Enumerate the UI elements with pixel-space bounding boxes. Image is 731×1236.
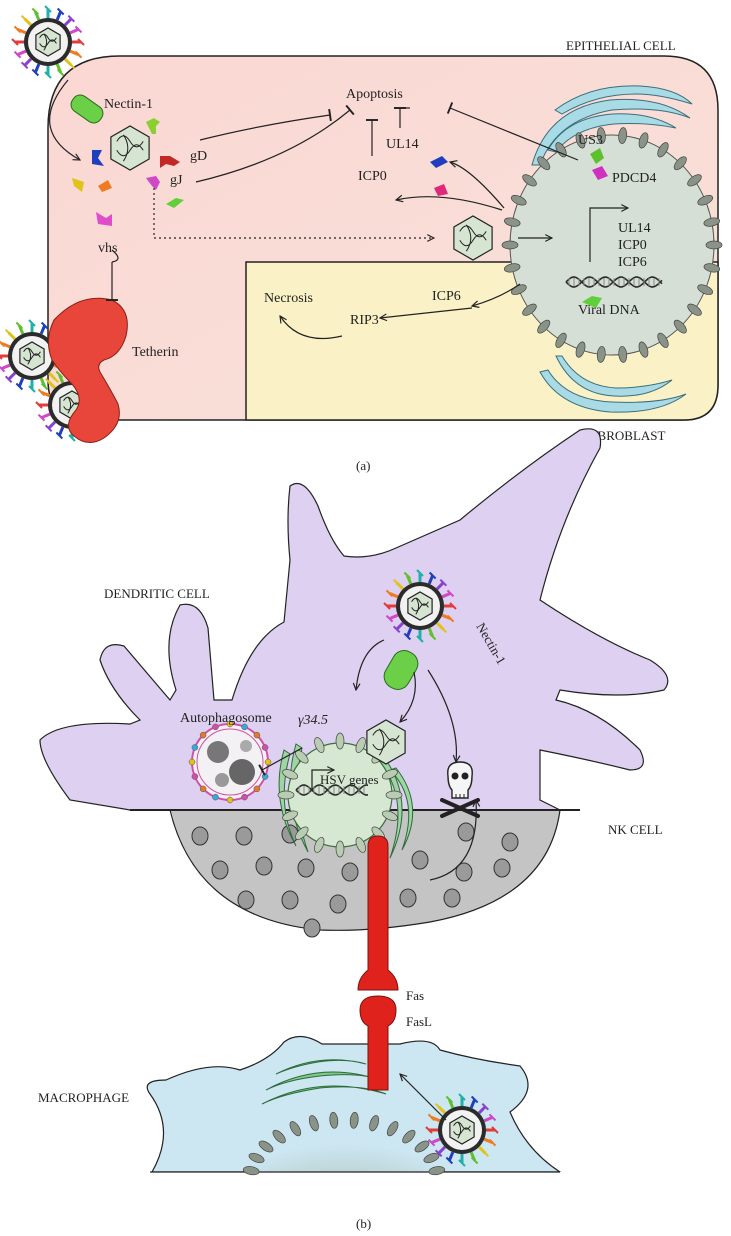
dendritic-cell-label: DENDRITIC CELL: [104, 586, 210, 601]
fas-label: Fas: [406, 988, 424, 1003]
nucleus: [509, 134, 715, 356]
gene-icp0-label: ICP0: [618, 238, 647, 253]
capsid-icon: [366, 719, 406, 765]
hsv-virion-icon: [11, 5, 85, 79]
fas-receptor-icon: [357, 835, 399, 991]
viral-protein-icons: [72, 118, 608, 308]
epithelial-cell-label: EPITHELIAL CELL: [566, 38, 676, 53]
tetherin-label: Tetherin: [132, 345, 178, 360]
nuclear-pores: [501, 127, 723, 363]
nuclear-pores: [242, 1112, 446, 1176]
gamma-34-5-label: γ34.5: [298, 713, 328, 728]
hsv-virion-icon: [425, 1093, 499, 1167]
pathway-arrows: [49, 79, 579, 340]
fasl-label: FasL: [406, 1014, 432, 1029]
icp6-label: ICP6: [432, 289, 461, 304]
fibroblast-label: FIBROBLAST: [586, 428, 666, 443]
pathway-arrows: [258, 639, 476, 1121]
hsv-genes-label: HSV genes: [320, 772, 379, 787]
macrophage-label: MACROPHAGE: [38, 1090, 129, 1105]
viral-dna-label: Viral DNA: [578, 303, 641, 318]
capsid-icon: [110, 125, 150, 171]
skull-crossbones-icon: [440, 761, 480, 818]
fasl-ligand-icon: [359, 995, 397, 1091]
gene-icp6-label: ICP6: [618, 255, 647, 270]
gene-ul14-label: UL14: [618, 221, 651, 236]
us3-label: US3: [578, 133, 603, 148]
icp0-label: ICP0: [358, 169, 387, 184]
nectin-1-receptor-icon: [70, 94, 104, 124]
gj-label: gJ: [170, 173, 183, 188]
apoptosis-label: Apoptosis: [346, 87, 403, 102]
necrosis-label: Necrosis: [264, 291, 313, 306]
vhs-label: vhs: [98, 241, 117, 256]
panel-b-caption: (b): [356, 1216, 371, 1231]
dendritic-cell: [39, 428, 669, 811]
hsv-virion-icon: [383, 569, 457, 643]
tetherin-icon: [48, 297, 128, 443]
endoplasmic-reticulum-icon: [531, 85, 693, 413]
panel-a: EPITHELIAL CELL FIBROBLAST Nectin-1 Apop…: [0, 5, 723, 473]
panel-a-caption: (a): [356, 458, 370, 473]
gene-promoter-arrow: [589, 208, 628, 262]
viral-dna-icon: [565, 276, 663, 288]
rip3-label: RIP3: [350, 313, 379, 328]
capsid-icon: [453, 215, 493, 261]
nuclear-pores: [277, 732, 403, 858]
pdcd4-label: PDCD4: [612, 171, 656, 186]
nk-cell-label: NK CELL: [608, 822, 663, 837]
viral-dna-icon: [295, 784, 369, 796]
nectin-1-label: Nectin-1: [104, 97, 153, 112]
panel-b: DENDRITIC CELL Nectin-1 Autophagosome γ3…: [38, 428, 669, 1236]
nectin-1-receptor-icon: [383, 650, 419, 690]
autophagosome-label: Autophagosome: [180, 711, 272, 726]
nk-granules: [191, 822, 519, 938]
ul14-label: UL14: [386, 137, 419, 152]
gd-label: gD: [190, 149, 207, 164]
